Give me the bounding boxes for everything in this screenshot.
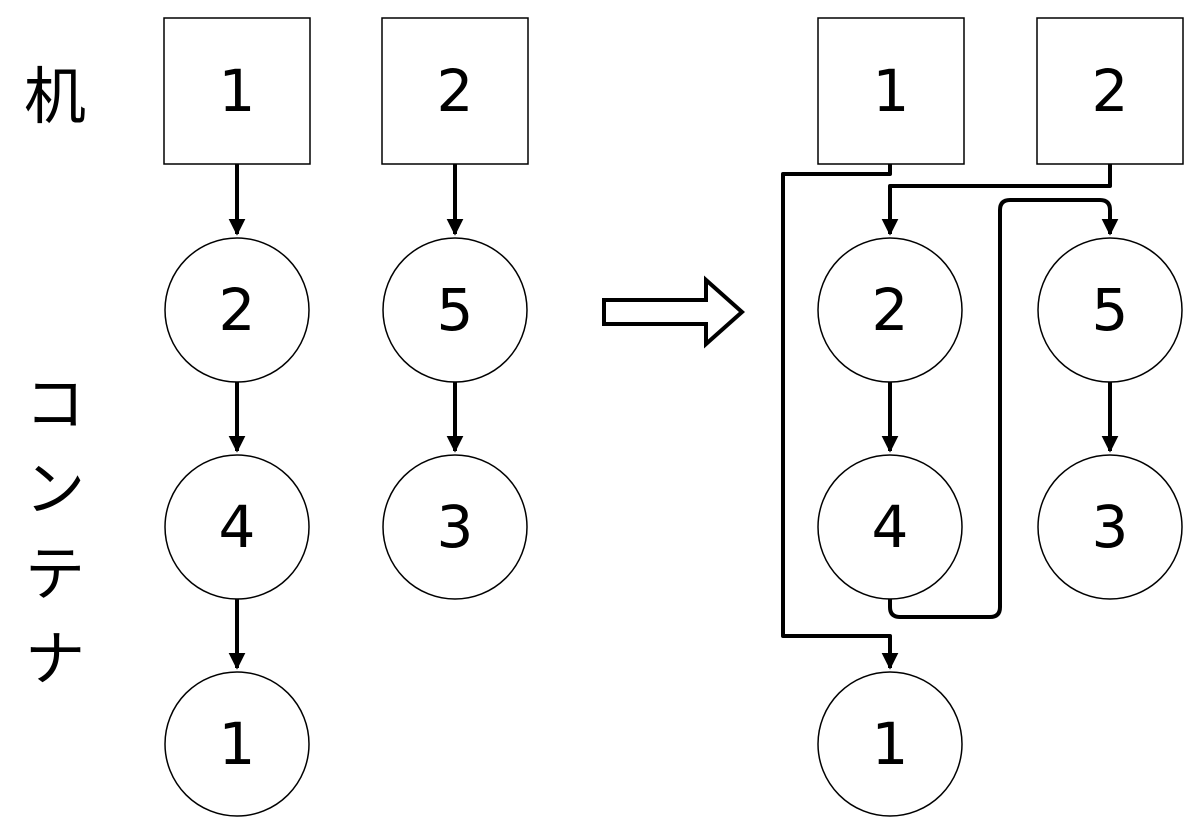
after-container-1-label: 1 [872, 710, 909, 778]
container-label: コ ン テ ナ [25, 370, 85, 695]
transform-arrow-icon [602, 275, 746, 349]
after-edge-desk1-to-c1 [781, 164, 899, 670]
after-container-3-label: 3 [1092, 493, 1129, 561]
after-container-4: 4 [817, 454, 963, 600]
after-container-5: 5 [1037, 237, 1183, 383]
after-container-5-label: 5 [1092, 276, 1129, 344]
after-container-2-label: 2 [872, 276, 909, 344]
before-container-3-label: 3 [437, 493, 474, 561]
after-container-2: 2 [817, 237, 963, 383]
before-container-1: 1 [164, 671, 310, 817]
before-desk-2-label: 2 [437, 57, 474, 125]
before-container-4-label: 4 [219, 493, 256, 561]
before-container-5-label: 5 [437, 276, 474, 344]
before-container-1-label: 1 [219, 710, 256, 778]
after-container-1: 1 [817, 671, 963, 817]
container-label-char-2: ン [25, 455, 85, 525]
after-desk-2: 2 [1036, 17, 1184, 165]
after-desk-1: 1 [817, 17, 965, 165]
container-label-char-1: コ [25, 370, 85, 440]
after-desk-1-label: 1 [873, 57, 910, 125]
before-desk-1-label: 1 [219, 57, 256, 125]
container-label-char-3: テ [25, 540, 85, 610]
after-desk-2-label: 2 [1092, 57, 1129, 125]
before-desk-1: 1 [163, 17, 311, 165]
before-container-3: 3 [382, 454, 528, 600]
after-container-4-label: 4 [872, 493, 909, 561]
desk-label: 机 [24, 60, 86, 133]
after-edge-c4-to-c5 [888, 198, 1119, 619]
before-container-4: 4 [164, 454, 310, 600]
after-edge-desk2-to-c2 [881, 164, 1112, 236]
before-container-2-label: 2 [219, 276, 256, 344]
after-container-3: 3 [1037, 454, 1183, 600]
before-desk-2: 2 [381, 17, 529, 165]
after-edges [781, 164, 1119, 670]
before-container-5: 5 [382, 237, 528, 383]
before-edges [228, 164, 464, 670]
before-container-2: 2 [164, 237, 310, 383]
container-label-char-4: ナ [25, 625, 85, 695]
